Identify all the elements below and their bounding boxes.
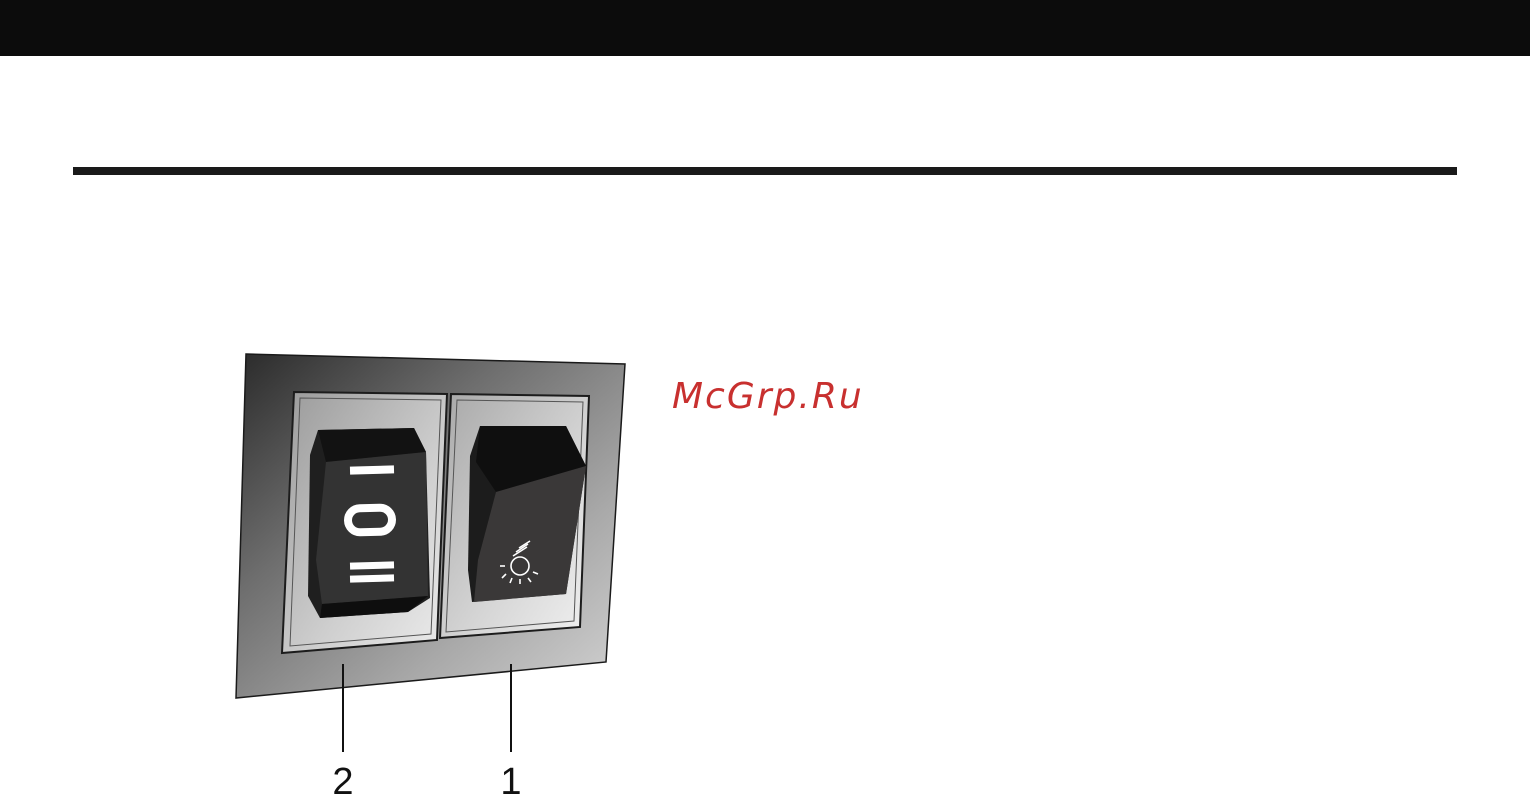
position-i-mark [350,465,394,474]
speed-rocker-switch[interactable] [308,428,430,618]
callout-label-2: 2 [332,761,353,794]
watermark-text: McGrp.Ru [672,376,864,417]
callout-label-1: 1 [500,761,521,794]
position-ii-mark [350,561,394,569]
light-rocker-switch[interactable] [468,426,586,602]
